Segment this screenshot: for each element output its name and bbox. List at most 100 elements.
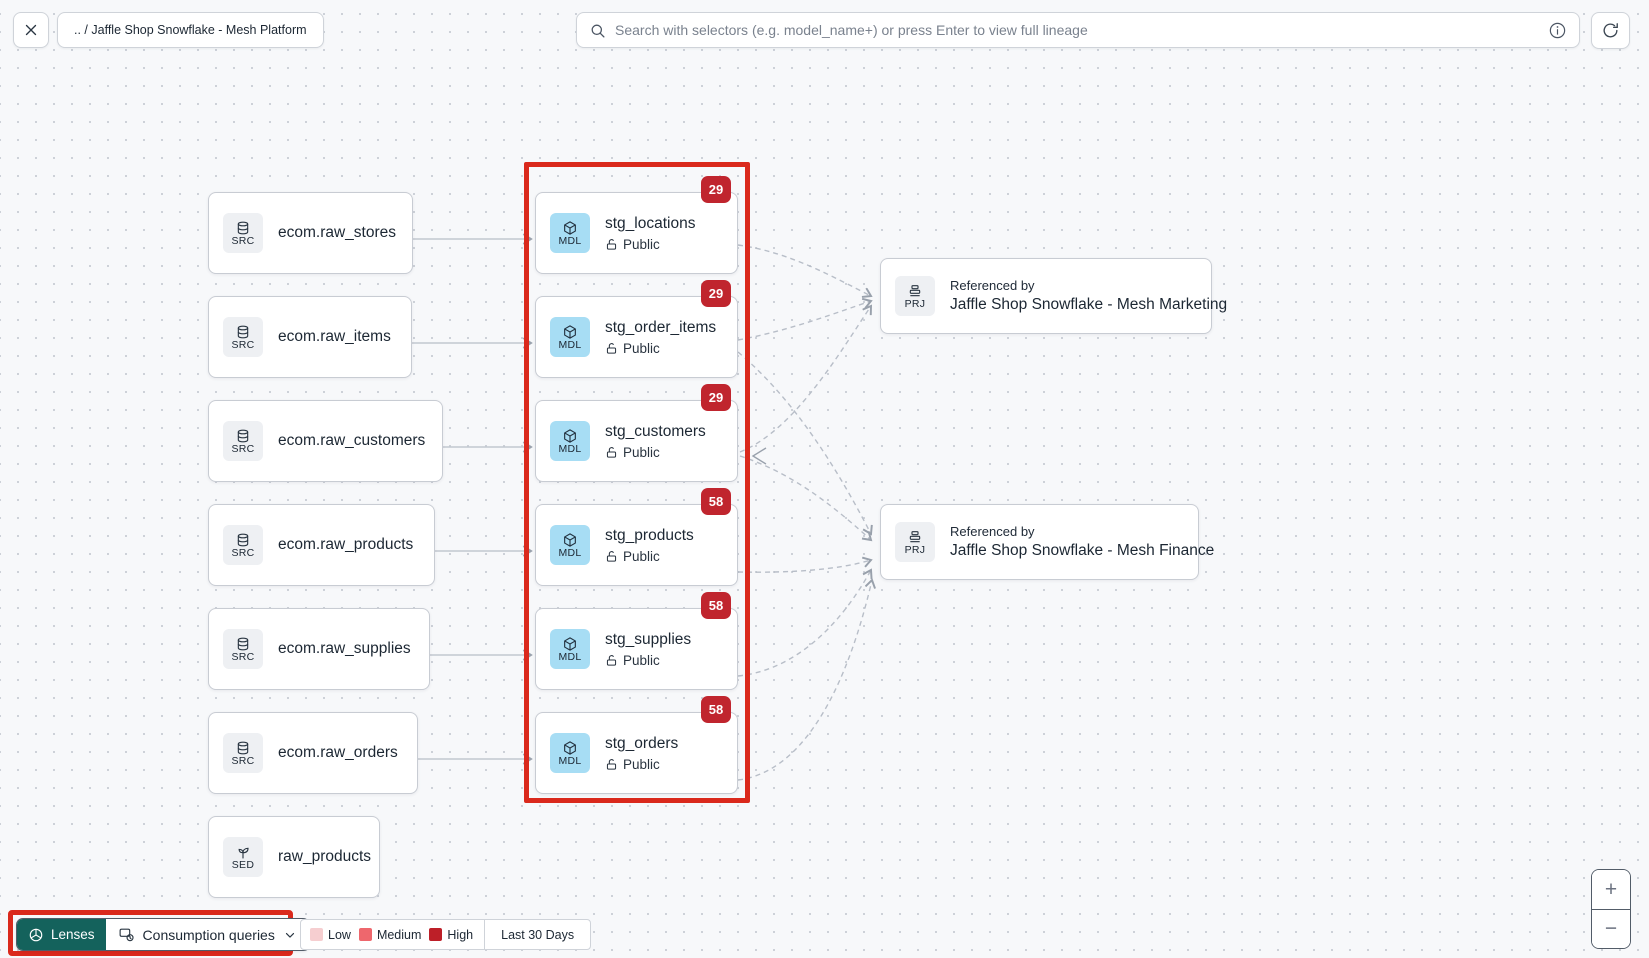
- project-name: Jaffle Shop Snowflake - Mesh Finance: [950, 542, 1215, 559]
- node-label: ecom.raw_stores: [278, 224, 397, 241]
- edge-stg-order-items-finance: [737, 351, 871, 534]
- consumption-count-badge: 29: [701, 176, 731, 203]
- consumption-count-badge: 58: [701, 592, 731, 619]
- time-range-label[interactable]: Last 30 Days: [501, 927, 575, 942]
- database-icon: [235, 324, 251, 340]
- breadcrumb-label: .. / Jaffle Shop Snowflake - Mesh Platfo…: [74, 23, 307, 37]
- node-type-label: SRC: [231, 650, 255, 663]
- edge-arrowhead-into-stg-customers: [751, 447, 767, 465]
- refresh-button[interactable]: [1591, 12, 1630, 49]
- node-raw-products-seed[interactable]: SED raw_products: [208, 816, 380, 898]
- node-ecom-raw-stores[interactable]: SRC ecom.raw_stores: [208, 192, 413, 274]
- legend-item-medium: Medium: [358, 928, 421, 942]
- edge-stg-supplies-finance: [737, 570, 871, 677]
- node-label: ecom.raw_supplies: [278, 640, 411, 657]
- consumption-count-badge: 58: [701, 488, 731, 515]
- node-stg-customers[interactable]: 29 MDL stg_customers Public: [535, 384, 738, 482]
- node-label: stg_order_items: [605, 318, 717, 336]
- node-label: ecom.raw_products: [278, 536, 414, 553]
- search-icon: [589, 22, 606, 39]
- legend-item-low: Low: [310, 928, 351, 942]
- breadcrumb[interactable]: .. / Jaffle Shop Snowflake - Mesh Platfo…: [57, 12, 324, 48]
- node-ecom-raw-orders[interactable]: SRC ecom.raw_orders: [208, 712, 418, 794]
- close-button[interactable]: [13, 12, 49, 48]
- zoom-out-button[interactable]: −: [1592, 909, 1630, 948]
- consumption-count-badge: 29: [701, 384, 731, 411]
- consumption-count-badge: 58: [701, 696, 731, 723]
- access-label: Public: [623, 340, 660, 356]
- node-type-label: MDL: [558, 442, 582, 455]
- model-cube-icon: [562, 532, 578, 548]
- node-label: ecom.raw_items: [278, 328, 391, 345]
- node-type-label: MDL: [558, 234, 582, 247]
- node-ecom-raw-products[interactable]: SRC ecom.raw_products: [208, 504, 435, 586]
- model-cube-icon: [562, 220, 578, 236]
- edge-stg-customers-marketing: [739, 306, 871, 453]
- lock-open-icon: [605, 342, 618, 355]
- node-stg-supplies[interactable]: 58 MDL stg_supplies Public: [535, 592, 738, 690]
- access-label: Public: [623, 444, 660, 460]
- node-ecom-raw-customers[interactable]: SRC ecom.raw_customers: [208, 400, 443, 482]
- consumption-queries-icon: [118, 926, 135, 943]
- model-cube-icon: [562, 740, 578, 756]
- edge-stg-locations-marketing: [737, 244, 871, 296]
- node-type-label: SRC: [231, 234, 255, 247]
- node-label: stg_products: [605, 526, 694, 544]
- node-project-mesh-finance[interactable]: PRJ Referenced by Jaffle Shop Snowflake …: [880, 504, 1214, 580]
- legend-item-high: High: [429, 928, 473, 942]
- lenses-button[interactable]: Lenses: [17, 919, 106, 950]
- access-label: Public: [623, 652, 660, 668]
- node-type-label: MDL: [558, 650, 582, 663]
- lock-open-icon: [605, 758, 618, 771]
- node-type-label: SED: [231, 858, 255, 871]
- node-label: stg_locations: [605, 214, 696, 232]
- lenses-button-label: Lenses: [51, 927, 95, 942]
- node-stg-orders[interactable]: 58 MDL stg_orders Public: [535, 696, 738, 794]
- node-type-label: SRC: [231, 338, 255, 351]
- node-type-label: MDL: [558, 338, 582, 351]
- project-stack-icon: [907, 283, 923, 299]
- info-icon[interactable]: [1548, 21, 1567, 40]
- node-type-label: SRC: [231, 546, 255, 559]
- node-type-label: SRC: [231, 754, 255, 767]
- consumption-count-badge: 29: [701, 280, 731, 307]
- refresh-icon: [1601, 21, 1620, 40]
- node-project-mesh-marketing[interactable]: PRJ Referenced by Jaffle Shop Snowflake …: [880, 258, 1227, 334]
- node-type-label: SRC: [231, 442, 255, 455]
- lock-open-icon: [605, 446, 618, 459]
- node-type-label: PRJ: [904, 543, 926, 556]
- chevron-down-icon: [283, 928, 297, 942]
- node-label: stg_supplies: [605, 630, 692, 648]
- referenced-by-label: Referenced by: [950, 278, 1035, 293]
- database-icon: [235, 532, 251, 548]
- node-type-label: MDL: [558, 754, 582, 767]
- consumption-legend: Low Medium High Last 30 Days: [300, 919, 592, 950]
- legend-swatch-high: [429, 928, 443, 941]
- search-bar[interactable]: [576, 12, 1580, 48]
- node-ecom-raw-supplies[interactable]: SRC ecom.raw_supplies: [208, 608, 430, 690]
- node-label: stg_customers: [605, 422, 706, 440]
- lock-open-icon: [605, 654, 618, 667]
- model-cube-icon: [562, 428, 578, 444]
- access-label: Public: [623, 756, 660, 772]
- zoom-in-button[interactable]: +: [1592, 870, 1630, 909]
- node-stg-locations[interactable]: 29 MDL stg_locations Public: [535, 176, 738, 274]
- lens-control-group: Lenses Consumption queries: [16, 918, 310, 951]
- legend-swatch-low: [310, 928, 323, 941]
- search-input[interactable]: [615, 22, 1539, 38]
- canvas-zoom-controls: + −: [1591, 869, 1631, 949]
- model-cube-icon: [562, 324, 578, 340]
- lens-selector-dropdown[interactable]: Consumption queries: [105, 919, 309, 950]
- node-stg-order-items[interactable]: 29 MDL stg_order_items Public: [535, 280, 738, 378]
- node-label: stg_orders: [605, 734, 679, 752]
- node-type-label: PRJ: [904, 297, 926, 310]
- lock-open-icon: [605, 550, 618, 563]
- database-icon: [235, 740, 251, 756]
- node-stg-products[interactable]: 58 MDL stg_products Public: [535, 488, 738, 586]
- node-type-label: MDL: [558, 546, 582, 559]
- lenses-icon: [28, 927, 44, 943]
- node-ecom-raw-items[interactable]: SRC ecom.raw_items: [208, 296, 412, 378]
- node-label: raw_products: [278, 848, 372, 865]
- database-icon: [235, 636, 251, 652]
